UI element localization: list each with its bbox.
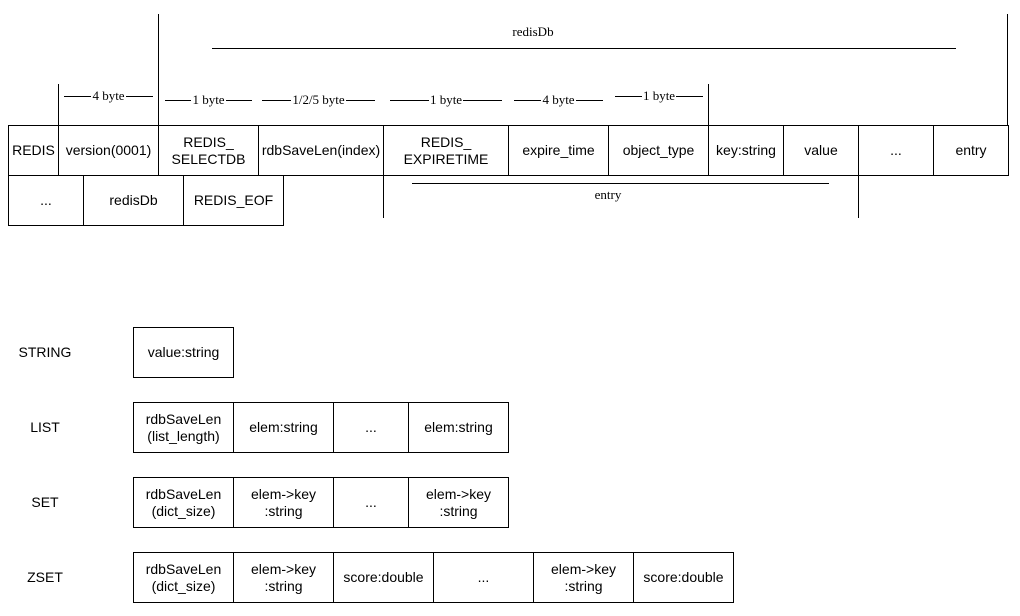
list-cell: elem:string bbox=[233, 402, 334, 453]
entry-left-bracket bbox=[383, 175, 384, 218]
cell-object-type: object_type bbox=[608, 125, 709, 176]
redisdb-left-bracket bbox=[158, 14, 159, 126]
byte-divider bbox=[708, 84, 709, 126]
cell-redisdb: redisDb bbox=[83, 175, 184, 226]
zset-cell: elem->key :string bbox=[233, 552, 334, 603]
cell-value: value bbox=[783, 125, 859, 176]
entry-span-label: entry bbox=[594, 187, 622, 202]
cell-ellipsis: ... bbox=[858, 125, 934, 176]
cell-key-string: key:string bbox=[708, 125, 784, 176]
byte-label-selectdb: 1 byte bbox=[165, 93, 253, 107]
set-cell: elem->key :string bbox=[408, 477, 509, 528]
set-cell: ... bbox=[333, 477, 409, 528]
type-label-set: SET bbox=[31, 494, 59, 510]
type-label-string: STRING bbox=[18, 344, 72, 360]
type-label-list: LIST bbox=[30, 419, 60, 435]
cell-rdbsavelen-index: rdbSaveLen(index) bbox=[258, 125, 384, 176]
zset-cell: ... bbox=[433, 552, 534, 603]
cell-redis-expiretime: REDIS_ EXPIRETIME bbox=[383, 125, 509, 176]
zset-cell: score:double bbox=[633, 552, 734, 603]
redisdb-span-line bbox=[212, 48, 956, 49]
list-cell: rdbSaveLen (list_length) bbox=[133, 402, 234, 453]
byte-label-object-type: 1 byte bbox=[615, 89, 704, 103]
type-label-zset: ZSET bbox=[27, 569, 63, 585]
zset-cell: elem->key :string bbox=[533, 552, 634, 603]
cell-version: version(0001) bbox=[58, 125, 159, 176]
redisdb-right-bracket bbox=[1007, 14, 1008, 126]
byte-divider bbox=[58, 84, 59, 126]
list-cell: elem:string bbox=[408, 402, 509, 453]
entry-right-bracket bbox=[858, 175, 859, 218]
zset-cell: score:double bbox=[333, 552, 434, 603]
zset-cell: rdbSaveLen (dict_size) bbox=[133, 552, 234, 603]
byte-label-expire-time: 4 byte bbox=[514, 93, 604, 107]
byte-label-version: 4 byte bbox=[64, 89, 154, 103]
byte-label-expiretime: 1 byte bbox=[390, 93, 503, 107]
cell-redis-selectdb: REDIS_ SELECTDB bbox=[158, 125, 259, 176]
list-cell: ... bbox=[333, 402, 409, 453]
cell-redis: REDIS bbox=[8, 125, 59, 176]
string-cell: value:string bbox=[133, 327, 234, 378]
cell-expire-time: expire_time bbox=[508, 125, 609, 176]
entry-span-line bbox=[412, 183, 829, 184]
set-cell: rdbSaveLen (dict_size) bbox=[133, 477, 234, 528]
set-cell: elem->key :string bbox=[233, 477, 334, 528]
cell-redis-eof: REDIS_EOF bbox=[183, 175, 284, 226]
redisdb-span-label: redisDb bbox=[512, 24, 554, 39]
cell-entry: entry bbox=[933, 125, 1009, 176]
byte-label-index: 1/2/5 byte bbox=[262, 93, 376, 107]
cell-ellipsis-2: ... bbox=[8, 175, 84, 226]
